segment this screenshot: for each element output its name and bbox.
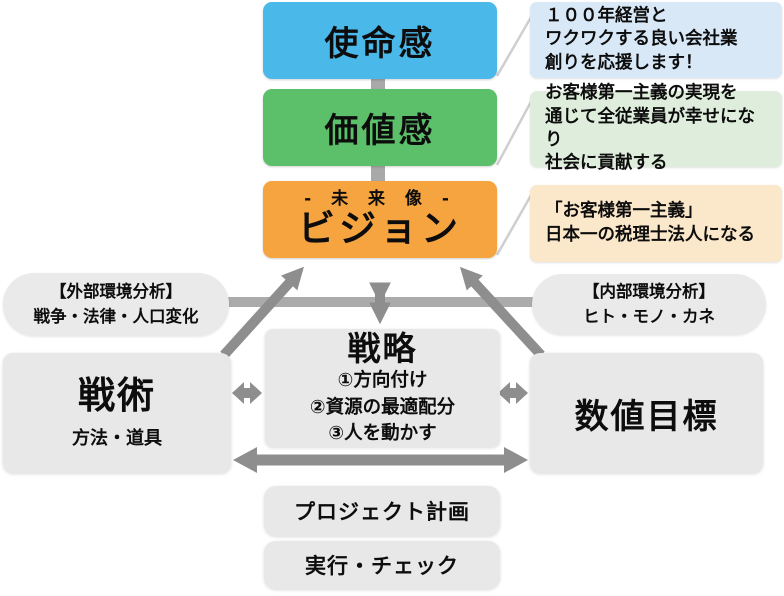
values-box: 価値感 [263, 89, 497, 166]
targets-vision-arrow [459, 266, 545, 359]
external-analysis-title: 【外部環境分析】 [50, 281, 182, 301]
annotation-line: 日本一の税理士法人になる [545, 224, 755, 245]
tactics-box: 戦術 方法・道具 [3, 353, 231, 473]
strategy-item: ③人を動かす [328, 422, 437, 444]
execution-check-label: 実行・チェック [305, 554, 459, 578]
internal-analysis-pill: 【内部環境分析】 ヒト・モノ・カネ [532, 274, 766, 335]
strategy-label: 戦略 [347, 328, 418, 368]
values-annotation-line [495, 95, 536, 166]
internal-analysis-sub: ヒト・モノ・カネ [583, 306, 715, 326]
strategy-box: 戦略 ①方向付け ②資源の最適配分 ③人を動かす [265, 329, 500, 447]
project-plan-label: プロジェクト計画 [294, 500, 470, 524]
tactics-strategy-arrow [232, 382, 262, 404]
values-annotation: お客様第一主義の実現を 通じて全従業員が幸せになり 社会に貢献する [530, 83, 782, 173]
vision-label: ビジョン [298, 207, 462, 251]
mission-box: 使命感 [263, 2, 497, 79]
tactics-label: 戦術 [78, 373, 156, 417]
annotation-line: 社会に貢献する [545, 153, 668, 174]
vision-annotation: 「お客様第一主義」 日本一の税理士法人になる [530, 185, 782, 262]
vision-subtitle: - 未 来 像 - [304, 188, 456, 209]
targets-box: 数値目標 [530, 353, 763, 473]
mission-label: 使命感 [324, 24, 436, 64]
strategy-targets-arrow [498, 382, 528, 404]
annotation-line: 通じて全従業員が幸せになり [545, 106, 755, 150]
tactics-vision-arrow [220, 266, 304, 359]
strategy-item: ②資源の最適配分 [309, 396, 456, 418]
annotation-line: １００年経営と [545, 6, 668, 27]
values-vision-connector [371, 165, 385, 183]
annotation-line: 創りを応援します！ [545, 52, 703, 73]
execution-check-box: 実行・チェック [264, 541, 500, 589]
tactics-sub: 方法・道具 [72, 427, 162, 449]
annotation-line: ワクワクする良い会社業 [545, 29, 738, 50]
values-label: 価値感 [324, 111, 436, 151]
external-analysis-pill: 【外部環境分析】 戦争・法律・人口変化 [3, 273, 229, 336]
tactics-targets-arrow [233, 447, 528, 473]
mission-annotation: １００年経営と ワクワクする良い会社業 創りを応援します！ [530, 2, 782, 78]
strategy-item: ①方向付け [337, 370, 428, 392]
targets-label: 数値目標 [574, 396, 719, 437]
vision-box: - 未 来 像 - ビジョン [263, 181, 497, 258]
annotation-line: 「お客様第一主義」 [545, 201, 703, 222]
project-plan-box: プロジェクト計画 [264, 486, 500, 536]
vision-annotation-line [495, 189, 536, 256]
annotation-line: お客様第一主義の実現を [545, 83, 738, 104]
mission-annotation-line [495, 11, 536, 77]
internal-analysis-title: 【内部環境分析】 [583, 281, 715, 301]
external-analysis-sub: 戦争・法律・人口変化 [33, 306, 199, 326]
mission-values-connector [371, 78, 385, 91]
